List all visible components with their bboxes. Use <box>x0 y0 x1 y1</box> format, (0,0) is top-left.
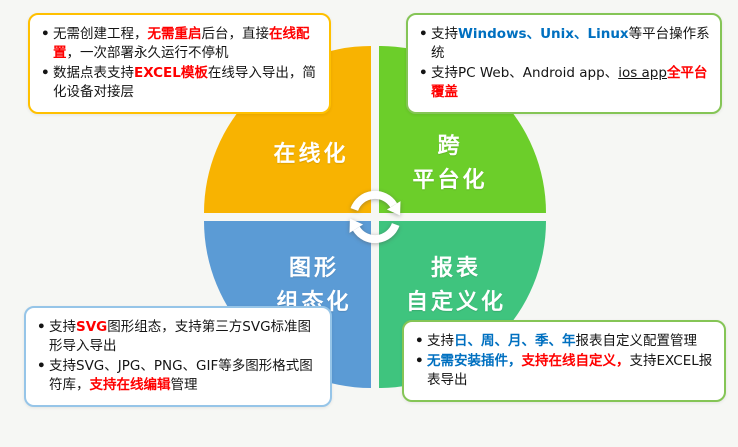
text-segment: 支持PC Web、Android app、 <box>431 65 619 81</box>
text-segment: 支持SVG、JPG、PNG、GIF等多图形格式图符库， <box>49 358 313 393</box>
callout-report-list: 支持日、周、月、季、年报表自定义配置管理无需安装插件，支持在线自定义，支持EXC… <box>414 332 714 390</box>
text-segment: 支持在线自定义， <box>521 353 630 369</box>
text-segment: 在线导入导出，简化设备对接层 <box>53 65 316 100</box>
callout-item: 数据点表支持EXCEL模板在线导入导出，简化设备对接层 <box>40 64 319 102</box>
text-segment: 无需安装插件， <box>427 353 522 369</box>
callout-cross-platform-list: 支持Windows、Unix、Linux等平台操作系统支持PC Web、Andr… <box>418 25 710 102</box>
callout-graphics: 支持SVG图形组态，支持第三方SVG标准图形导入导出支持SVG、JPG、PNG、… <box>24 306 332 407</box>
text-segment: 日、周、月、季、年 <box>454 333 576 349</box>
text-segment: 支持EXCEL报表导出 <box>427 353 713 388</box>
text-segment: 无需重启 <box>147 26 202 42</box>
text-segment: EXCEL模板 <box>134 65 208 81</box>
callout-graphics-list: 支持SVG图形组态，支持第三方SVG标准图形导入导出支持SVG、JPG、PNG、… <box>36 318 320 395</box>
callout-item: 支持SVG图形组态，支持第三方SVG标准图形导入导出 <box>36 318 320 356</box>
sync-arrows-icon <box>349 190 401 244</box>
callout-online: 无需创建工程，无需重启后台，直接在线配置，一次部署永久运行不停机数据点表支持EX… <box>28 13 331 114</box>
callout-cross-platform: 支持Windows、Unix、Linux等平台操作系统支持PC Web、Andr… <box>406 13 722 114</box>
text-segment: 无需创建工程， <box>53 26 148 42</box>
quadrant-label-report: 报表自定义化 <box>405 256 506 315</box>
text-segment: 报表自定义配置管理 <box>575 333 698 349</box>
callout-item: 无需创建工程，无需重启后台，直接在线配置，一次部署永久运行不停机 <box>40 25 319 63</box>
text-segment: 支持在线编辑 <box>89 377 171 393</box>
callout-item: 支持PC Web、Android app、ios app全平台覆盖 <box>418 64 710 102</box>
text-segment: 管理 <box>170 377 198 393</box>
text-segment: 图形组态，支持第三方SVG标准图形导入导出 <box>49 319 312 354</box>
text-segment: 支持 <box>427 333 454 349</box>
text-segment: 数据点表支持 <box>53 65 134 81</box>
text-segment: 后台，直接 <box>201 26 270 42</box>
text-segment: 等平台操作系统 <box>431 26 710 61</box>
text-segment: Windows、Unix、Linux <box>458 26 629 42</box>
callout-item: 无需安装插件，支持在线自定义，支持EXCEL报表导出 <box>414 352 714 390</box>
text-segment: ，一次部署永久运行不停机 <box>66 45 229 61</box>
callout-report: 支持日、周、月、季、年报表自定义配置管理无需安装插件，支持在线自定义，支持EXC… <box>402 320 726 402</box>
callout-item: 支持Windows、Unix、Linux等平台操作系统 <box>418 25 710 63</box>
text-segment: 全平台覆盖 <box>431 65 708 100</box>
callout-item: 支持SVG、JPG、PNG、GIF等多图形格式图符库，支持在线编辑管理 <box>36 357 320 395</box>
text-segment: 支持 <box>49 319 76 335</box>
callout-item: 支持日、周、月、季、年报表自定义配置管理 <box>414 332 714 351</box>
quadrant-label-cross-platform: 跨平台化 <box>412 134 488 193</box>
text-segment: SVG <box>76 319 108 335</box>
callout-online-list: 无需创建工程，无需重启后台，直接在线配置，一次部署永久运行不停机数据点表支持EX… <box>40 25 319 102</box>
text-segment: 在线配置 <box>53 26 310 61</box>
text-segment: 支持 <box>431 26 458 42</box>
quadrant-label-online: 在线化 <box>273 142 349 167</box>
text-segment: ios app <box>618 65 667 81</box>
